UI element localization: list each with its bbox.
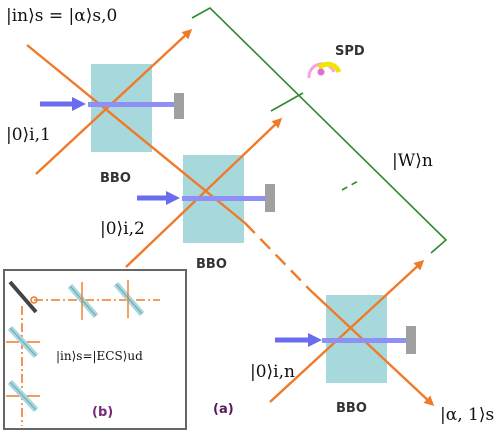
idler-beam-n: [269, 259, 425, 403]
green-idler-path: [191, 7, 448, 254]
signal-beam-segment-3: [309, 289, 435, 407]
vacuum-n-label: |0⟩i,n: [250, 362, 295, 382]
input-state-label: |in⟩s = |α⟩s,0: [6, 6, 117, 26]
output-state-label: |α, 1⟩s: [440, 405, 494, 425]
mirror-icon: [8, 280, 38, 314]
inset-beam-splitter-2: [113, 280, 145, 318]
inset-panel-b: |in⟩s=|ECS⟩ud (b): [3, 269, 187, 430]
beam-stop-n: [406, 326, 416, 354]
signal-beam-segment-1: [26, 44, 246, 224]
bbo-label-2: BBO: [196, 257, 227, 272]
panel-b-label: (b): [92, 405, 113, 420]
beam-stop-1: [174, 93, 184, 119]
pump-beam-n: [275, 326, 416, 354]
inset-beam-splitter-3: [7, 325, 39, 359]
panel-a-label: (a): [213, 402, 234, 417]
inset-beam-splitter-4: [7, 379, 39, 413]
w-state-label: |W⟩n: [392, 151, 433, 171]
beam-stop-2: [265, 184, 275, 212]
pump-beam-1: [40, 93, 184, 119]
signal-beam-dashed: [244, 222, 311, 291]
spd-label: SPD: [335, 44, 365, 59]
vacuum-2-label: |0⟩i,2: [100, 219, 145, 239]
bbo-label-3: BBO: [336, 401, 367, 416]
inset-beam-splitter-1: [67, 282, 99, 320]
vacuum-1-label: |0⟩i,1: [6, 125, 51, 145]
spd-detector-icon: [307, 61, 342, 79]
bbo-label-1: BBO: [100, 171, 131, 186]
inset-state-label: |in⟩s=|ECS⟩ud: [56, 349, 143, 363]
pump-beam-2: [137, 184, 275, 212]
idler-beam-2: [125, 117, 283, 268]
